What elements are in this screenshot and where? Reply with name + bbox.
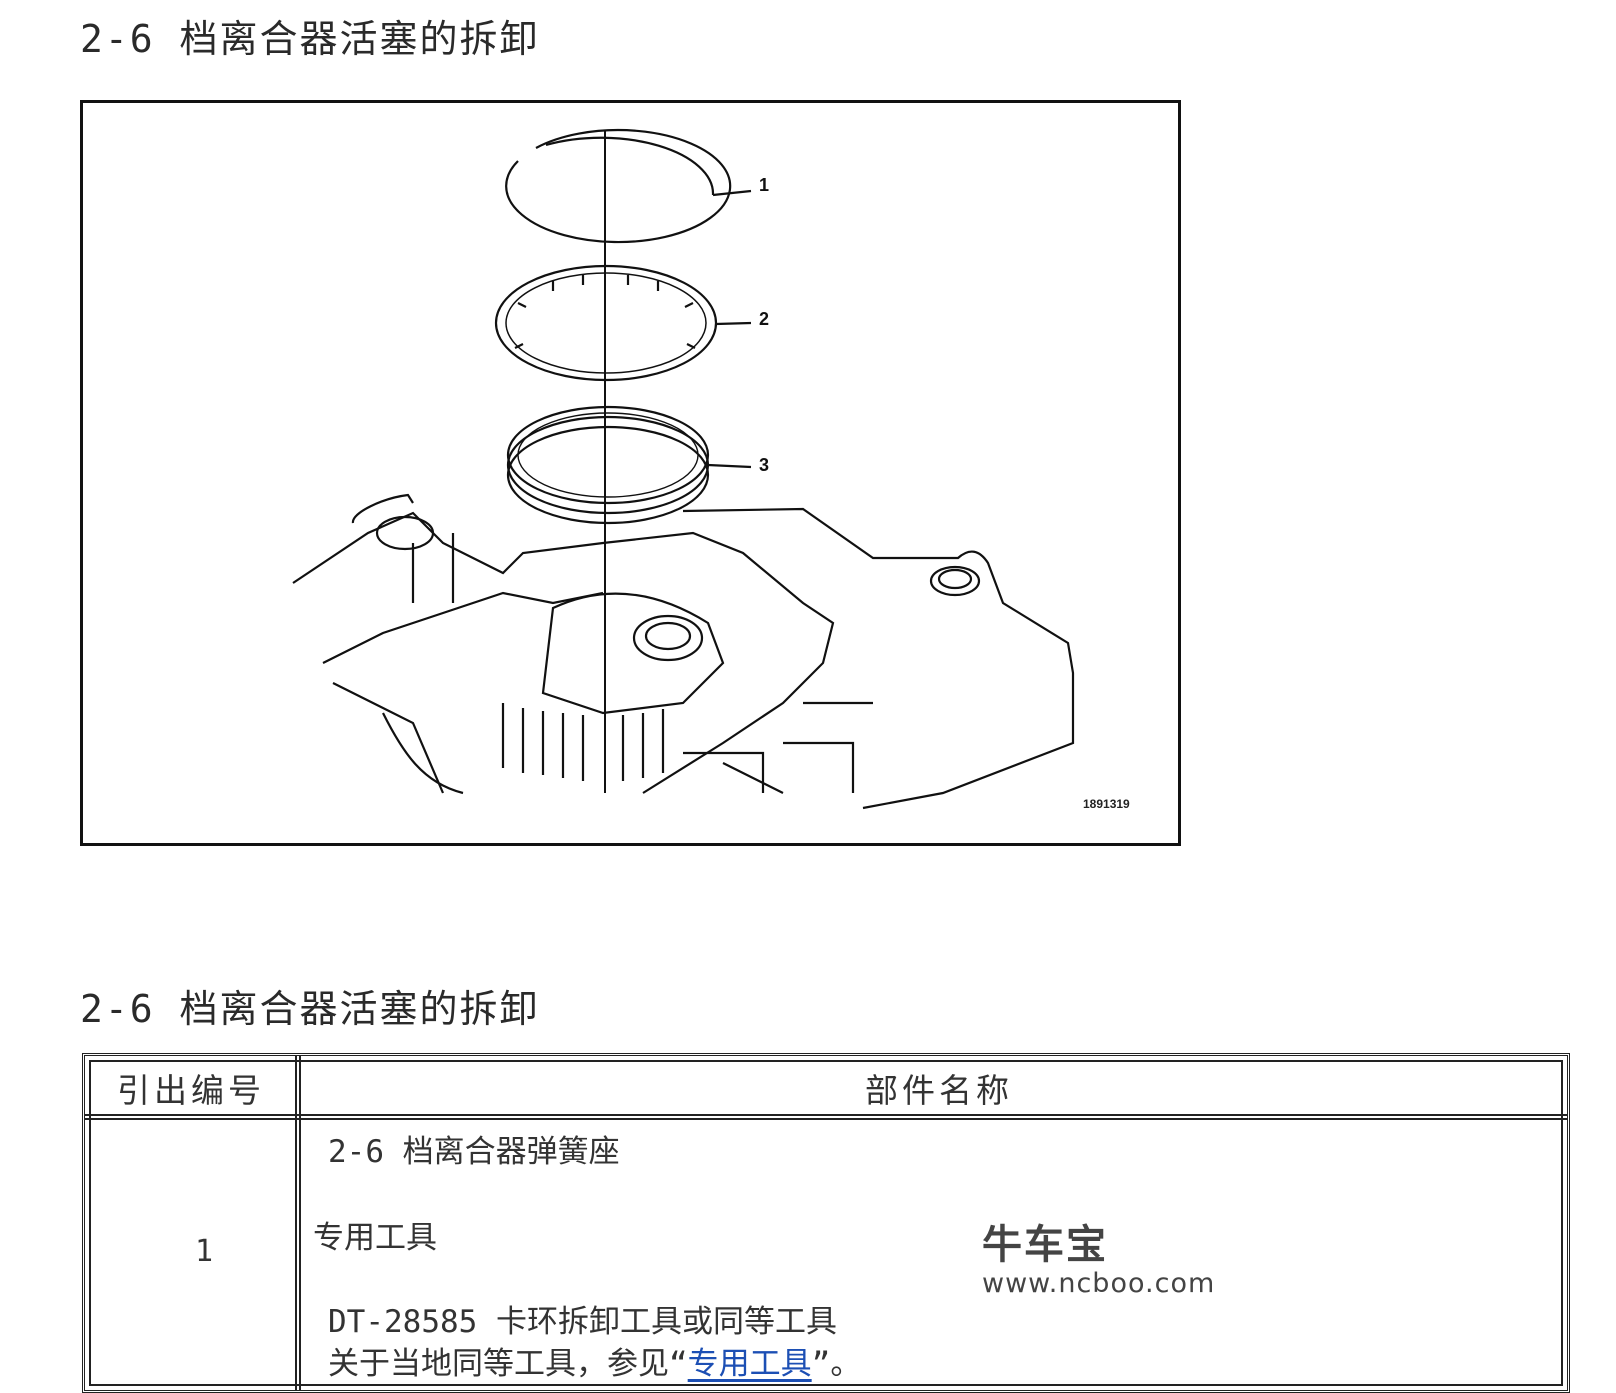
watermark-brand: 牛车宝: [982, 1222, 1108, 1268]
callout-2: 2: [759, 309, 769, 329]
special-tools-link[interactable]: 专用工具: [687, 1346, 812, 1382]
tool-description: DT-28585 卡环拆卸工具或同等工具: [328, 1304, 837, 1340]
callout-1: 1: [759, 175, 769, 195]
watermark-url: www.ncboo.com: [982, 1268, 1216, 1299]
header-callout-number: 引出编号: [117, 1071, 265, 1110]
figure-id: 1891319: [1083, 797, 1130, 811]
header-divider: [85, 1114, 1567, 1120]
note-prefix: 关于当地同等工具，参见“: [328, 1346, 688, 1382]
part-name: 2-6 档离合器弹簧座: [328, 1134, 620, 1170]
exploded-view-figure: 1 2 3 1891319: [80, 100, 1181, 846]
page-title: 2-6 档离合器活塞的拆卸: [80, 17, 540, 61]
column-divider: [295, 1056, 301, 1390]
tool-note: 关于当地同等工具，参见“专用工具”。: [328, 1338, 861, 1383]
row-number: 1: [195, 1234, 214, 1269]
special-tools-label: 专用工具: [313, 1220, 437, 1256]
header-part-name: 部件名称: [865, 1071, 1013, 1110]
note-suffix: ”。: [811, 1346, 862, 1382]
parts-table: 引出编号 部件名称 1 2-6 档离合器弹簧座 专用工具 DT-28585 卡环…: [82, 1053, 1570, 1393]
section-heading: 2-6 档离合器活塞的拆卸: [80, 987, 540, 1031]
callout-3: 3: [759, 455, 769, 475]
transmission-diagram: 1 2 3 1891319: [292, 128, 1130, 811]
